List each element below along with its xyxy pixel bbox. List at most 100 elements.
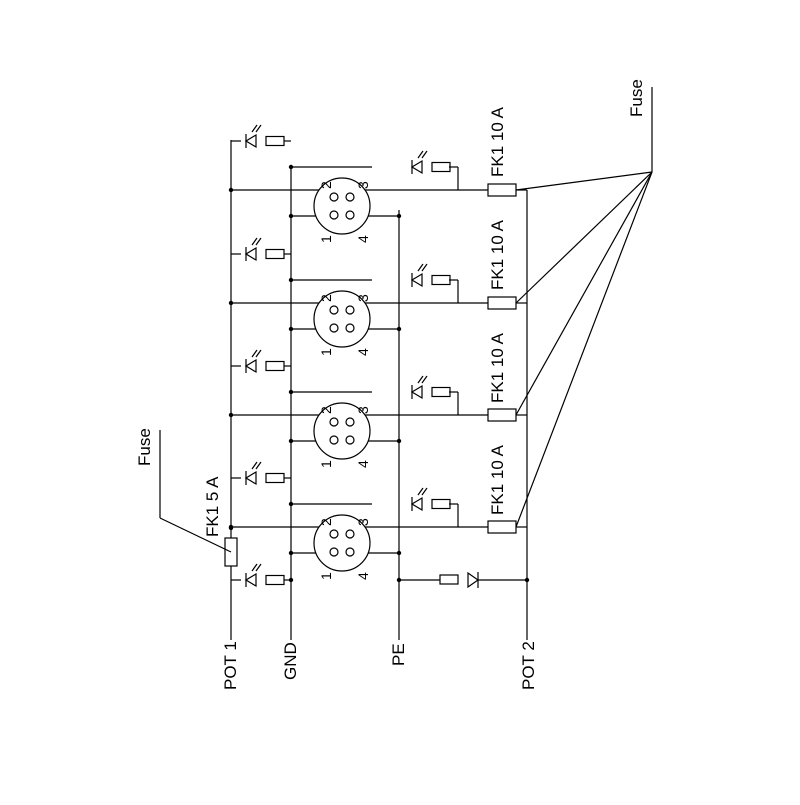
led-part bbox=[255, 237, 262, 246]
led-part bbox=[255, 461, 262, 470]
main-fuse-label: FK1 5 A bbox=[203, 476, 222, 537]
led-part bbox=[417, 263, 424, 272]
led-part bbox=[417, 375, 424, 384]
indicator-led-r2 bbox=[410, 263, 451, 288]
rail-label-pot2: POT 2 bbox=[519, 641, 538, 690]
branch-fuse-2 bbox=[487, 296, 517, 310]
led-part bbox=[421, 263, 428, 272]
led-part bbox=[410, 159, 423, 175]
led-part bbox=[251, 237, 258, 246]
connector-pin bbox=[329, 547, 339, 557]
led-part bbox=[421, 487, 428, 496]
led-resistor bbox=[431, 274, 451, 286]
pin-label-1: 1 bbox=[318, 572, 334, 580]
led-part bbox=[251, 563, 258, 572]
indicator-led-3 bbox=[244, 349, 285, 374]
led-resistor bbox=[431, 498, 451, 510]
branch-fuse-label-1: FK1 10 A bbox=[488, 106, 507, 177]
pin-label-2: 2 bbox=[318, 181, 334, 189]
led-resistor bbox=[431, 386, 451, 398]
junction-dot bbox=[396, 326, 402, 332]
pin-label-3: 3 bbox=[355, 518, 371, 526]
connector-pin bbox=[329, 305, 339, 315]
branch-fuse-label-3: FK1 10 A bbox=[488, 332, 507, 403]
pin-label-1: 1 bbox=[318, 348, 334, 356]
connector-pin bbox=[329, 435, 339, 445]
connector-1 bbox=[313, 177, 371, 235]
pin-label-4: 4 bbox=[355, 460, 371, 468]
pin-label-2: 2 bbox=[318, 406, 334, 414]
led-resistor bbox=[265, 360, 285, 372]
led-part bbox=[244, 572, 257, 588]
junction-dot bbox=[396, 438, 402, 444]
connector-pin bbox=[345, 529, 355, 539]
led-part bbox=[244, 133, 257, 149]
led-part bbox=[417, 150, 424, 159]
pin-label-1: 1 bbox=[318, 460, 334, 468]
fuse-callout-line bbox=[515, 171, 653, 304]
pin-label-3: 3 bbox=[355, 181, 371, 189]
led-resistor bbox=[265, 574, 285, 586]
connector-pin bbox=[345, 323, 355, 333]
led-part bbox=[255, 124, 262, 133]
led-part bbox=[467, 571, 480, 589]
junction-dot bbox=[524, 577, 530, 583]
connector-pin bbox=[329, 210, 339, 220]
indicator-led-r1 bbox=[410, 150, 451, 175]
connector-pin bbox=[345, 547, 355, 557]
junction-dot bbox=[288, 577, 294, 583]
connector-pin bbox=[345, 210, 355, 220]
fuse-callout-line bbox=[515, 171, 653, 191]
branch-fuse-label-2: FK1 10 A bbox=[488, 219, 507, 290]
indicator-led-b bbox=[244, 563, 285, 588]
fuse-callout-line bbox=[515, 171, 653, 528]
led-part bbox=[410, 496, 423, 512]
fuse-callout-line bbox=[515, 171, 653, 416]
led-part bbox=[421, 150, 428, 159]
junction-dot bbox=[396, 577, 402, 583]
connector-pin bbox=[329, 192, 339, 202]
led-part bbox=[251, 461, 258, 470]
led-resistor bbox=[265, 135, 285, 147]
indicator-led-2 bbox=[244, 237, 285, 262]
junction-dot bbox=[228, 412, 234, 418]
connector-pin bbox=[345, 305, 355, 315]
connector-2 bbox=[313, 290, 371, 348]
connector-pin bbox=[329, 417, 339, 427]
led-part bbox=[410, 272, 423, 288]
indicator-led-4 bbox=[244, 461, 285, 486]
junction-dot bbox=[288, 213, 294, 219]
junction-dot bbox=[228, 525, 234, 531]
led-resistor bbox=[265, 472, 285, 484]
led-part bbox=[251, 349, 258, 358]
connector-pin bbox=[345, 435, 355, 445]
pin-label-4: 4 bbox=[355, 348, 371, 356]
indicator-led-r3 bbox=[410, 375, 451, 400]
main-fuse-callout: Fuse bbox=[135, 428, 154, 466]
led-part bbox=[251, 124, 258, 133]
pin-label-4: 4 bbox=[355, 572, 371, 580]
pin-label-3: 3 bbox=[355, 406, 371, 414]
main-fuse-callout-line bbox=[159, 517, 232, 553]
rail-label-pe: PE bbox=[389, 643, 408, 666]
led-part bbox=[421, 375, 428, 384]
led-part bbox=[417, 487, 424, 496]
pin-label-4: 4 bbox=[355, 235, 371, 243]
led-part bbox=[255, 349, 262, 358]
schematic bbox=[159, 87, 653, 640]
connector-pin bbox=[345, 417, 355, 427]
led-part bbox=[244, 470, 257, 486]
branch-fuse-1 bbox=[487, 183, 517, 197]
connector-3 bbox=[313, 402, 371, 460]
connector-pin bbox=[329, 529, 339, 539]
fuse-callout-top: Fuse bbox=[627, 79, 646, 117]
pin-label-2: 2 bbox=[318, 518, 334, 526]
branch-fuse-3 bbox=[487, 408, 517, 422]
led-part bbox=[244, 358, 257, 374]
led-resistor bbox=[439, 574, 459, 585]
pin-label-2: 2 bbox=[318, 294, 334, 302]
led-part bbox=[255, 563, 262, 572]
junction-dot bbox=[288, 326, 294, 332]
junction-dot bbox=[228, 187, 234, 193]
